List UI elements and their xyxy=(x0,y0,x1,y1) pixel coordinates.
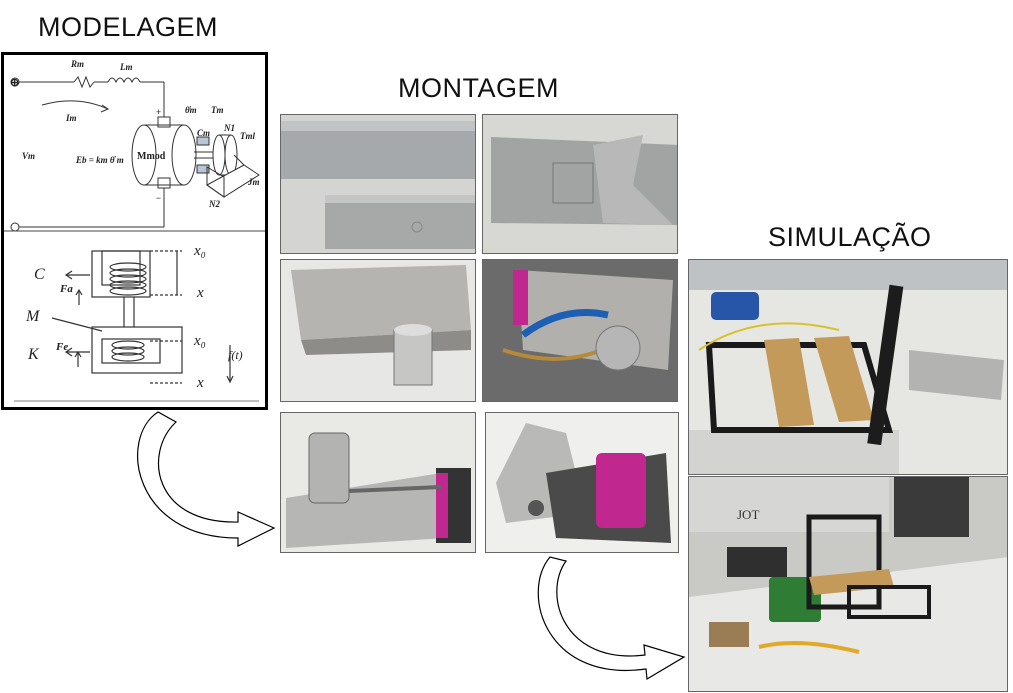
fa-label: Fa xyxy=(59,283,73,295)
photo-aluminum-bars xyxy=(280,114,476,254)
tml-label: Tml xyxy=(240,131,255,141)
lab-bench-image: JOT xyxy=(689,477,1007,691)
photo-wired-assembly xyxy=(482,259,678,402)
mass-spring-diagram xyxy=(14,250,259,402)
photo-simulation-setup xyxy=(688,259,1008,475)
m-label: M xyxy=(25,308,41,325)
photo-gripper-assembly xyxy=(485,412,679,553)
x0-bottom-label: x₀ xyxy=(193,333,206,349)
photo-motor-with-gripper xyxy=(280,412,476,553)
c-label: C xyxy=(34,266,45,283)
mass-spring-labels: C Fa M K Fe x₀ x x₀ x f(t) xyxy=(25,243,243,391)
eb-label: Eb = km θ̇ m xyxy=(75,155,124,165)
rm-label: Rm xyxy=(70,59,84,69)
arrow-montagem-to-simulacao xyxy=(537,556,686,680)
photo-motor-on-block xyxy=(280,259,476,402)
vm-label: Vm xyxy=(22,151,35,161)
jot-label: JOT xyxy=(737,507,759,522)
tm-label: Tm xyxy=(211,105,224,115)
jm-label: Jm xyxy=(247,177,260,187)
mmod-label: Mmod xyxy=(137,151,166,162)
montagem-heading: MONTAGEM xyxy=(398,73,559,103)
modeling-diagram: ⊕ Rm Lm Im Vm Eb = km θ̇ m θ̇m Tm Cm N1 … xyxy=(4,59,265,402)
top-spring xyxy=(109,262,147,296)
photo-cut-aluminum-plate xyxy=(482,114,678,254)
motor-minus-label: − xyxy=(156,193,161,203)
x-top-label: x xyxy=(196,285,204,301)
dc-motor-circuit xyxy=(10,75,260,232)
cm-label: Cm xyxy=(197,128,210,138)
arrow-modelagem-to-montagem xyxy=(137,411,276,547)
x0-top-label: x₀ xyxy=(193,243,206,259)
k-label: K xyxy=(27,346,40,363)
modelagem-heading: MODELAGEM xyxy=(38,12,219,42)
cut-aluminum-plate-image xyxy=(483,115,677,253)
motor-with-gripper-image xyxy=(281,413,475,552)
n2-label: N2 xyxy=(208,199,220,209)
circuit-labels: ⊕ Rm Lm Im Vm Eb = km θ̇ m θ̇m Tm Cm N1 … xyxy=(10,59,260,209)
wired-assembly-image xyxy=(483,260,677,401)
motor-on-block-image xyxy=(281,260,475,401)
motor-plus-label: + xyxy=(156,107,161,117)
x-bottom-label: x xyxy=(196,375,204,391)
fe-label: Fe xyxy=(55,341,68,353)
photo-lab-bench: JOT xyxy=(688,476,1008,692)
n1-label: N1 xyxy=(223,123,235,133)
im-label: Im xyxy=(65,113,77,123)
aluminum-bars-image xyxy=(281,115,475,253)
modeling-diagram-box: ⊕ Rm Lm Im Vm Eb = km θ̇ m θ̇m Tm Cm N1 … xyxy=(1,52,268,410)
gripper-assembly-image xyxy=(486,413,678,552)
theta-m-label: θ̇m xyxy=(185,105,197,115)
lm-label: Lm xyxy=(119,62,133,72)
plus-terminal-label: ⊕ xyxy=(10,77,19,89)
force-label: f(t) xyxy=(228,348,243,362)
simulacao-heading: SIMULAÇÃO xyxy=(768,222,932,252)
bottom-spring xyxy=(111,340,145,362)
simulation-setup-image xyxy=(689,260,1007,474)
